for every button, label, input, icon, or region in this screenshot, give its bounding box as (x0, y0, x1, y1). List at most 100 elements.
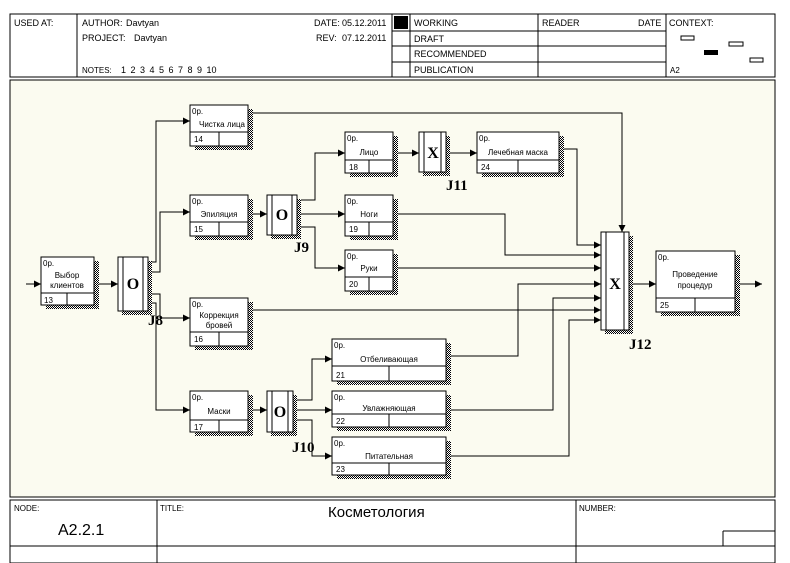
junction-symbol: O (276, 207, 288, 224)
junction-j8[interactable]: O J8 (117, 256, 163, 329)
context-node: A2 (670, 66, 680, 75)
reader-label: READER (542, 18, 580, 28)
activity-box-17[interactable]: 0р. Маски 17 (189, 390, 253, 436)
title-label: TITLE: (160, 504, 184, 513)
rev-value: 07.12.2011 (342, 33, 386, 43)
junction-symbol: O (127, 276, 139, 293)
activity-tag: 0р. (334, 439, 345, 448)
junction-label: J8 (148, 313, 163, 329)
activity-number: 14 (194, 135, 203, 144)
arrow-24-j12 (559, 148, 601, 249)
activity-tag: 0р. (658, 253, 669, 262)
arrow-j10-23 (293, 419, 332, 460)
activity-label: Отбеливающая (360, 355, 418, 364)
node-label: NODE: (14, 504, 39, 513)
arrow-23-j12 (446, 316, 601, 457)
activity-label: Лицо (360, 148, 379, 157)
status-working: WORKING (414, 18, 458, 28)
status-recommended: RECOMMENDED (414, 49, 487, 59)
activity-tag: 0р. (347, 252, 358, 261)
activity-number: 24 (481, 163, 490, 172)
diagram-title: Косметология (328, 504, 425, 521)
activity-label: Питательная (365, 452, 413, 461)
activity-number: 13 (44, 296, 53, 305)
activity-box-19[interactable]: 0р. Ноги 19 (344, 194, 398, 240)
junction-symbol: X (609, 276, 621, 293)
junction-symbol: O (274, 404, 286, 421)
activity-tag: 0р. (334, 393, 345, 402)
activity-tag: 0р. (347, 197, 358, 206)
activity-number: 17 (194, 423, 203, 432)
activity-tag: 0р. (43, 259, 54, 268)
activity-number: 19 (349, 225, 358, 234)
date-label: DATE: (314, 18, 340, 28)
junction-label: J11 (446, 178, 468, 194)
activity-label-16-line2: бровей (206, 321, 233, 330)
junction-label: J9 (294, 240, 309, 256)
context-label: CONTEXT: (669, 18, 714, 28)
activity-number: 25 (660, 301, 669, 310)
footer-block (9, 499, 776, 563)
activity-label: Эпиляция (201, 210, 238, 219)
activity-box-23[interactable]: 0р. Питательная 23 (331, 436, 451, 479)
activity-label: Ноги (360, 210, 378, 219)
status-publication: PUBLICATION (414, 65, 473, 75)
project-label: PROJECT: (82, 33, 126, 43)
junction-j10[interactable]: O J10 (266, 390, 315, 456)
activity-box-22[interactable]: 0р. Увлажняющая 22 (331, 390, 451, 431)
arrow-22-j12 (446, 294, 601, 411)
activity-label: Маски (207, 407, 230, 416)
arrow-21-j12 (446, 280, 601, 357)
activity-box-15[interactable]: 0р. Эпиляция 15 (189, 194, 253, 240)
activity-number: 15 (194, 225, 203, 234)
junction-label: J12 (629, 337, 652, 353)
activity-tag: 0р. (334, 341, 345, 350)
activity-number: 21 (336, 371, 345, 380)
activity-label-13-line1: Выбор (55, 271, 80, 280)
context-thumbnail (680, 35, 764, 63)
reader-date-label: DATE (638, 18, 661, 28)
activity-label: Увлажняющая (362, 404, 415, 413)
activity-label: Руки (360, 264, 377, 273)
activity-tag: 0р. (479, 134, 490, 143)
activity-box-20[interactable]: 0р. Руки 20 (344, 249, 398, 295)
activity-number: 22 (336, 417, 345, 426)
header-block (9, 13, 776, 78)
activity-tag: 0р. (192, 300, 203, 309)
activity-box-14[interactable]: 0р. Чистка лица 14 (189, 104, 253, 150)
activity-box-25[interactable]: 0р. Проведение процедур 25 (655, 250, 740, 316)
arrow-j9-18 (297, 149, 345, 201)
activity-label-16-line1: Коррекция (199, 311, 238, 320)
activity-number: 20 (349, 280, 358, 289)
node-value: A2.2.1 (58, 522, 104, 539)
activity-tag: 0р. (192, 197, 203, 206)
junction-label: J10 (292, 440, 315, 456)
activity-box-24[interactable]: 0р. Лечебная маска 24 (476, 131, 564, 177)
arrow-19-j12 (393, 213, 601, 259)
date-value: 05.12.2011 (342, 18, 386, 28)
arrow-j10-21 (293, 355, 332, 401)
number-label: NUMBER: (579, 504, 616, 513)
activity-label: Лечебная маска (488, 148, 549, 157)
junction-j12[interactable]: X J12 (600, 231, 652, 353)
activity-box-18[interactable]: 0р. Лицо 18 (344, 131, 398, 177)
junction-j9[interactable]: O J9 (266, 194, 309, 256)
junction-j11[interactable]: X J11 (418, 131, 468, 194)
arrow-j9-20 (297, 226, 345, 272)
used-at-label: USED AT: (14, 18, 53, 28)
notes-value: 1 2 3 4 5 6 7 8 9 10 (121, 65, 217, 75)
activity-box-21[interactable]: 0р. Отбеливающая 21 (331, 338, 451, 385)
status-draft: DRAFT (414, 34, 444, 44)
activity-number: 23 (336, 465, 345, 474)
arrow-j8-15 (148, 208, 190, 273)
arrow-j8-16 (148, 293, 190, 322)
activity-box-16[interactable]: 0р. Коррекция бровей 16 (189, 297, 253, 350)
author-value: Davtyan (126, 18, 159, 28)
activity-box-13[interactable]: 0р. Выбор клиентов 13 (40, 256, 99, 309)
notes-label: NOTES: (82, 66, 112, 75)
activity-number: 18 (349, 163, 358, 172)
activity-label-25-line1: Проведение (672, 270, 718, 279)
author-label: AUTHOR: (82, 18, 123, 28)
activity-label-13-line2: клиентов (50, 281, 84, 290)
